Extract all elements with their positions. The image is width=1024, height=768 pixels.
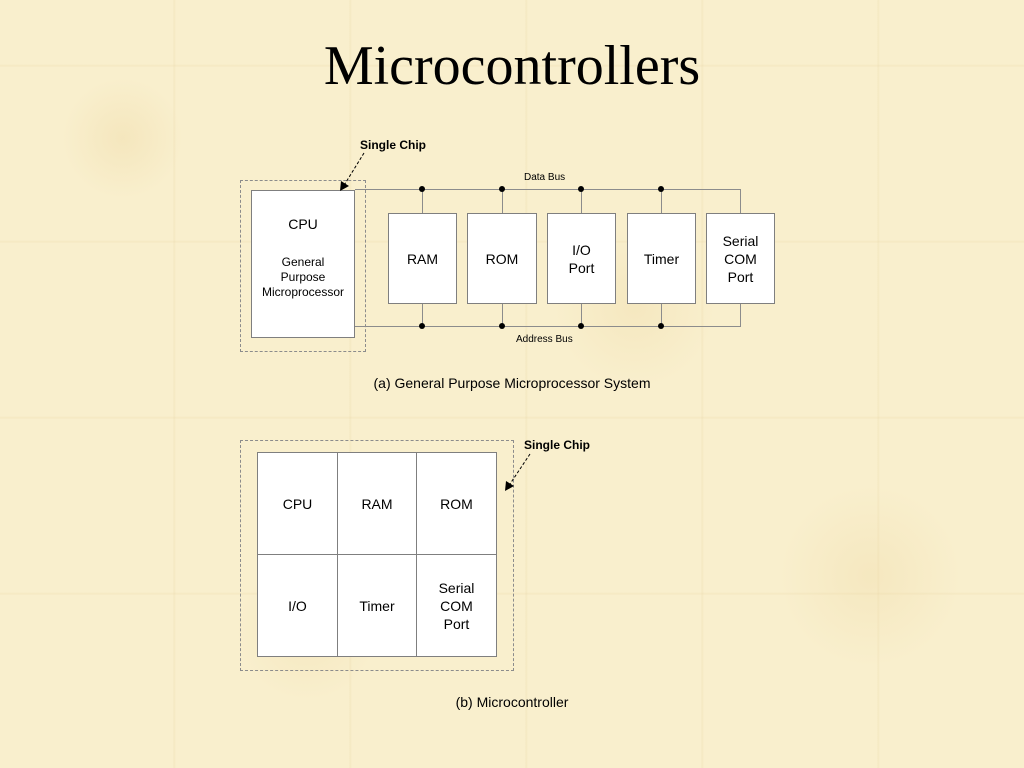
timer-address-link (661, 304, 662, 327)
ram-data-link (422, 189, 423, 213)
ram-block: RAM (388, 213, 457, 304)
caption-b: (b) Microcontroller (455, 694, 569, 710)
rom-address-link (502, 304, 503, 327)
cell-rom: ROM (416, 452, 497, 555)
rom-data-link (502, 189, 503, 213)
single-chip-boundary-a (240, 180, 366, 352)
timer-block: Timer (627, 213, 696, 304)
data-bus-end (740, 189, 741, 213)
bus-junction (658, 323, 664, 329)
single-chip-label-b: Single Chip (524, 438, 590, 452)
bus-junction (419, 186, 425, 192)
cpu-label: CPU (288, 216, 318, 232)
rom-block: ROM (467, 213, 537, 304)
io-data-link (581, 189, 582, 213)
cell-timer: Timer (337, 554, 417, 657)
cell-cpu: CPU (257, 452, 338, 555)
address-bus-label: Address Bus (516, 334, 573, 345)
bus-junction (499, 323, 505, 329)
cpu-description: General Purpose Microprocessor (261, 255, 345, 299)
address-bus-end (740, 304, 741, 327)
ram-address-link (422, 304, 423, 327)
single-chip-arrowhead-a (340, 181, 349, 191)
bus-junction (658, 186, 664, 192)
data-bus-line (355, 189, 741, 190)
io-port-block: I/O Port (547, 213, 616, 304)
bus-junction (499, 186, 505, 192)
bus-junction (578, 186, 584, 192)
serial-com-port-block: Serial COM Port (706, 213, 775, 304)
single-chip-label-a: Single Chip (360, 138, 426, 152)
cpu-block: CPU General Purpose Microprocessor (251, 190, 355, 338)
timer-data-link (661, 189, 662, 213)
address-bus-line (355, 326, 741, 327)
single-chip-pointer-a (342, 152, 365, 188)
bus-junction (578, 323, 584, 329)
cell-io: I/O (257, 554, 338, 657)
caption-a: (a) General Purpose Microprocessor Syste… (373, 375, 651, 391)
page-title: Microcontrollers (323, 35, 701, 97)
cell-ram: RAM (337, 452, 417, 555)
single-chip-pointer-b (507, 453, 531, 488)
io-address-link (581, 304, 582, 327)
bus-junction (419, 323, 425, 329)
single-chip-arrowhead-b (505, 481, 514, 491)
cell-serial-com-port: Serial COM Port (416, 554, 497, 657)
single-chip-boundary-b (240, 440, 514, 671)
data-bus-label: Data Bus (524, 172, 566, 183)
